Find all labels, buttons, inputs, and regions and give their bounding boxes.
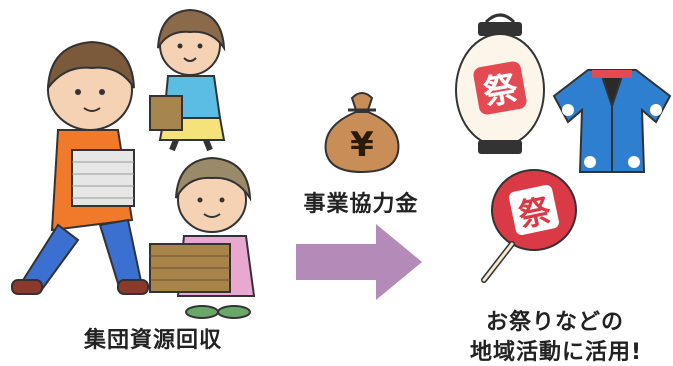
festival-fan-icon: 祭 bbox=[481, 169, 577, 283]
paper-lantern-icon: 祭 bbox=[455, 13, 545, 154]
boy-carrying-newspapers bbox=[11, 40, 149, 295]
money-bag-icon: ¥ bbox=[324, 92, 400, 174]
right-caption-line2: 地域活動に活用! bbox=[469, 340, 643, 365]
right-caption-line1: お祭りなどの bbox=[485, 310, 624, 335]
yen-mark: ¥ bbox=[350, 125, 374, 165]
happi-coat-icon bbox=[552, 69, 672, 173]
arrow-right-icon bbox=[296, 224, 422, 300]
grandmother-carrying-magazines bbox=[149, 156, 256, 319]
middle-caption: 事業協力金 bbox=[303, 192, 419, 217]
girl-with-bag bbox=[149, 8, 226, 152]
left-caption: 集団資源回収 bbox=[83, 328, 222, 353]
lantern-kanji: 祭 bbox=[480, 68, 521, 113]
recycling-collection-illustration bbox=[11, 8, 256, 319]
